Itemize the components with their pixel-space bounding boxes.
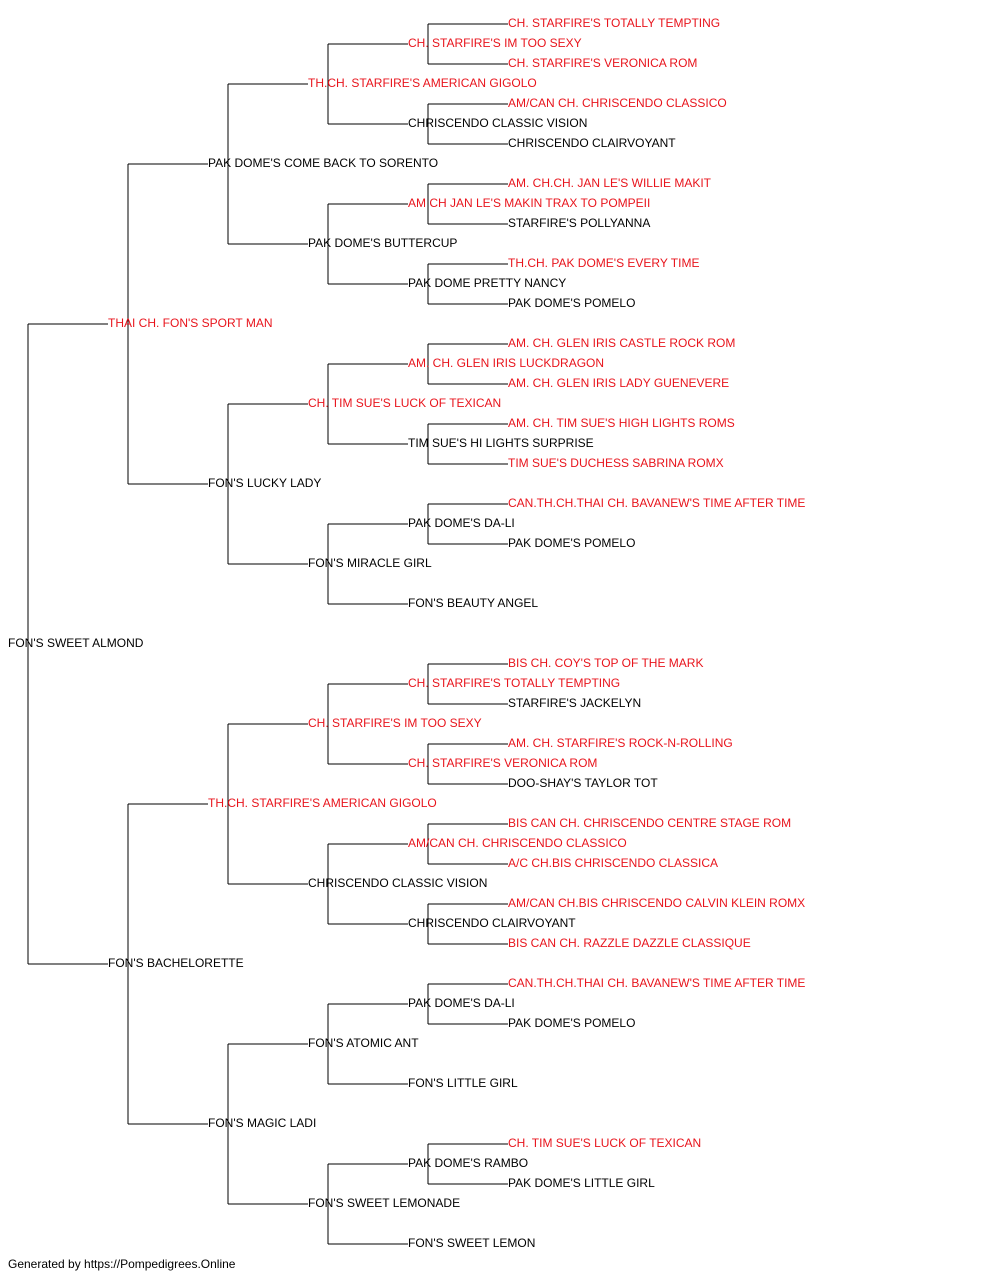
dog-name-dam-gen4: FON'S SWEET LEMON [408, 1236, 536, 1250]
dog-name-dam-gen5: CH. STARFIRE'S VERONICA ROM [508, 56, 698, 70]
dog-name-sire-gen4: AM/CAN CH. CHRISCENDO CLASSICO [408, 836, 627, 850]
dog-name-dam-gen5: DOO-SHAY'S TAYLOR TOT [508, 776, 658, 790]
dog-name-sire-gen3: CH. STARFIRE'S IM TOO SEXY [308, 716, 482, 730]
dog-name-dam-gen1: FON'S BACHELORETTE [108, 956, 244, 970]
dog-name-dam-gen3: FON'S SWEET LEMONADE [308, 1196, 461, 1210]
dog-name-sire-gen4: AM. CH. GLEN IRIS LUCKDRAGON [408, 356, 605, 370]
dog-name-dam-gen3: PAK DOME'S BUTTERCUP [308, 236, 458, 250]
dog-name-sire-gen5: CAN.TH.CH.THAI CH. BAVANEW'S TIME AFTER … [508, 496, 806, 510]
dog-name-sire-gen2: PAK DOME'S COME BACK TO SORENTO [208, 156, 439, 170]
dog-name-dam-gen5: STARFIRE'S POLLYANNA [508, 216, 651, 230]
dog-name-subject-gen0: FON'S SWEET ALMOND [8, 636, 144, 650]
dog-name-dam-gen4: CH. STARFIRE'S VERONICA ROM [408, 756, 598, 770]
dog-name-dam-gen5: A/C CH.BIS CHRISCENDO CLASSICA [508, 856, 719, 870]
dog-name-dam-gen2: FON'S LUCKY LADY [208, 476, 322, 490]
dog-name-dam-gen5: AM. CH. GLEN IRIS LADY GUENEVERE [508, 376, 730, 390]
dog-name-sire-gen4: CH. STARFIRE'S TOTALLY TEMPTING [408, 676, 621, 690]
dog-name-sire-gen5: AM. CH.CH. JAN LE'S WILLIE MAKIT [508, 176, 711, 190]
dog-name-sire-gen4: AM CH JAN LE'S MAKIN TRAX TO POMPEII [408, 196, 651, 210]
dog-name-dam-gen4: FON'S LITTLE GIRL [408, 1076, 518, 1090]
dog-name-sire-gen3: FON'S ATOMIC ANT [308, 1036, 419, 1050]
dog-name-sire-gen4: PAK DOME'S DA-LI [408, 996, 515, 1010]
dog-name-sire-gen3: TH.CH. STARFIRE'S AMERICAN GIGOLO [308, 76, 537, 90]
dog-name-dam-gen5: PAK DOME'S POMELO [508, 536, 636, 550]
generated-by-footer: Generated by https://Pompedigrees.Online [8, 1257, 236, 1271]
dog-name-sire-gen1: THAI CH. FON'S SPORT MAN [108, 316, 273, 330]
dog-name-sire-gen5: AM/CAN CH.BIS CHRISCENDO CALVIN KLEIN RO… [508, 896, 806, 910]
dog-name-sire-gen5: AM. CH. STARFIRE'S ROCK-N-ROLLING [508, 736, 733, 750]
dog-name-dam-gen5: PAK DOME'S LITTLE GIRL [508, 1176, 655, 1190]
dog-name-sire-gen5: AM. CH. GLEN IRIS CASTLE ROCK ROM [508, 336, 736, 350]
dog-name-dam-gen5: PAK DOME'S POMELO [508, 296, 636, 310]
dog-name-sire-gen3: CH. TIM SUE'S LUCK OF TEXICAN [308, 396, 502, 410]
dog-name-dam-gen4: FON'S BEAUTY ANGEL [408, 596, 539, 610]
dog-name-sire-gen5: BIS CAN CH. CHRISCENDO CENTRE STAGE ROM [508, 816, 792, 830]
dog-name-sire-gen5: CAN.TH.CH.THAI CH. BAVANEW'S TIME AFTER … [508, 976, 806, 990]
dog-name-sire-gen4: CH. STARFIRE'S IM TOO SEXY [408, 36, 582, 50]
dog-name-sire-gen5: AM. CH. TIM SUE'S HIGH LIGHTS ROMS [508, 416, 735, 430]
dog-name-dam-gen3: CHRISCENDO CLASSIC VISION [308, 876, 488, 890]
dog-name-dam-gen5: TIM SUE'S DUCHESS SABRINA ROMX [508, 456, 724, 470]
dog-name-dam-gen4: CHRISCENDO CLASSIC VISION [408, 116, 588, 130]
dog-name-sire-gen5: BIS CH. COY'S TOP OF THE MARK [508, 656, 704, 670]
dog-name-dam-gen5: BIS CAN CH. RAZZLE DAZZLE CLASSIQUE [508, 936, 751, 950]
dog-name-dam-gen5: STARFIRE'S JACKELYN [508, 696, 642, 710]
dog-name-sire-gen5: CH. TIM SUE'S LUCK OF TEXICAN [508, 1136, 702, 1150]
dog-name-dam-gen5: PAK DOME'S POMELO [508, 1016, 636, 1030]
dog-name-sire-gen4: PAK DOME'S RAMBO [408, 1156, 529, 1170]
dog-name-dam-gen3: FON'S MIRACLE GIRL [308, 556, 432, 570]
dog-name-sire-gen4: PAK DOME'S DA-LI [408, 516, 515, 530]
dog-name-dam-gen4: PAK DOME PRETTY NANCY [408, 276, 567, 290]
dog-name-dam-gen2: FON'S MAGIC LADI [208, 1116, 317, 1130]
dog-name-sire-gen2: TH.CH. STARFIRE'S AMERICAN GIGOLO [208, 796, 437, 810]
dog-name-sire-gen5: TH.CH. PAK DOME'S EVERY TIME [508, 256, 700, 270]
dog-name-dam-gen5: CHRISCENDO CLAIRVOYANT [508, 136, 676, 150]
dog-name-sire-gen5: CH. STARFIRE'S TOTALLY TEMPTING [508, 16, 721, 30]
dog-name-dam-gen4: TIM SUE'S HI LIGHTS SURPRISE [408, 436, 594, 450]
dog-name-sire-gen5: AM/CAN CH. CHRISCENDO CLASSICO [508, 96, 727, 110]
dog-name-dam-gen4: CHRISCENDO CLAIRVOYANT [408, 916, 576, 930]
